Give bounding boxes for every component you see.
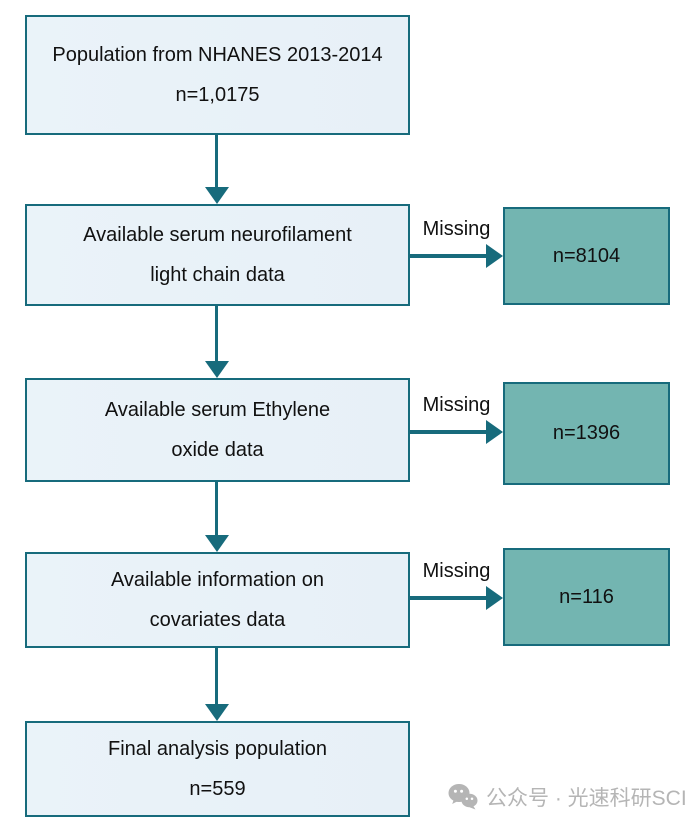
arrow-shaft xyxy=(215,648,218,704)
arrow-head xyxy=(486,244,503,268)
flow-box-ethylene-oxide: Available serum Ethylene oxide data xyxy=(25,378,410,482)
flow-box-line: oxide data xyxy=(171,438,264,461)
exclusion-branch: Missing xyxy=(410,392,503,444)
down-arrow xyxy=(205,482,229,552)
exclusion-box: n=1396 xyxy=(503,382,670,485)
down-arrow xyxy=(205,306,229,378)
flow-box-count: n=559 xyxy=(189,777,246,800)
arrow-head xyxy=(486,420,503,444)
exclusion-count: n=116 xyxy=(559,585,614,608)
flow-box-neurofilament: Available serum neurofilament light chai… xyxy=(25,204,410,306)
flow-box-population: Population from NHANES 2013-2014 n=1,017… xyxy=(25,15,410,135)
flow-box-line: Available information on xyxy=(110,568,325,591)
arrow-head xyxy=(205,704,229,721)
arrow-shaft xyxy=(215,482,218,535)
exclusion-branch: Missing xyxy=(410,216,503,268)
flow-box-covariates: Available information on covariates data xyxy=(25,552,410,648)
arrow-head xyxy=(486,586,503,610)
arrow-shaft xyxy=(215,135,218,187)
flow-box-final-population: Final analysis population n=559 xyxy=(25,721,410,817)
right-arrow xyxy=(410,586,503,610)
arrow-shaft xyxy=(410,596,488,600)
exclusion-box: n=8104 xyxy=(503,207,670,305)
down-arrow xyxy=(205,648,229,721)
exclusion-count: n=8104 xyxy=(552,244,621,267)
flow-box-line: Available serum neurofilament xyxy=(83,223,352,246)
arrow-shaft xyxy=(215,306,218,361)
exclusion-branch: Missing xyxy=(410,558,503,610)
watermark: 公众号 · 光速科研SCI xyxy=(448,782,685,812)
down-arrow xyxy=(205,135,229,204)
arrow-head xyxy=(205,361,229,378)
flow-box-line: covariates data xyxy=(149,608,286,631)
flow-box-line: Available serum Ethylene xyxy=(104,398,331,421)
missing-label: Missing xyxy=(422,218,491,240)
flow-box-line: Final analysis population xyxy=(107,737,328,760)
right-arrow xyxy=(410,420,503,444)
exclusion-box: n=116 xyxy=(503,548,670,646)
arrow-head xyxy=(205,535,229,552)
watermark-text: 公众号 · 光速科研SCI xyxy=(486,787,685,810)
exclusion-count: n=1396 xyxy=(552,422,621,444)
missing-label: Missing xyxy=(422,560,491,582)
right-arrow xyxy=(410,244,503,268)
arrow-shaft xyxy=(410,430,488,434)
flow-box-count: n=1,0175 xyxy=(175,83,260,106)
flow-box-line: Population from NHANES 2013-2014 xyxy=(52,43,383,66)
arrow-shaft xyxy=(410,254,488,258)
flow-box-line: light chain data xyxy=(150,263,285,286)
arrow-head xyxy=(205,187,229,204)
missing-label: Missing xyxy=(422,394,491,416)
wechat-icon xyxy=(448,784,478,810)
